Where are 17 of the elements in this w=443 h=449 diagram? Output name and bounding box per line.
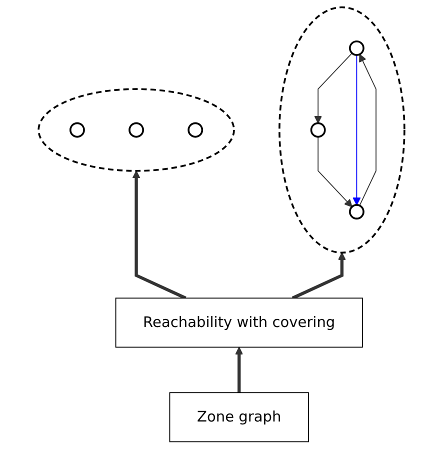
arrow [314, 52, 352, 124]
node-circle [310, 122, 326, 138]
arrow [235, 346, 244, 393]
arrow [359, 54, 376, 206]
arrow [352, 54, 361, 206]
node-circle [188, 122, 204, 138]
cluster [38, 88, 235, 172]
node-circle [348, 40, 364, 56]
node-circle [69, 122, 85, 138]
node-box: Reachability with covering [115, 298, 363, 348]
node-box: Zone graph [169, 392, 309, 442]
node-circle [128, 122, 144, 138]
node-circle [348, 204, 364, 220]
arrow [318, 136, 352, 208]
cluster [278, 6, 406, 254]
arrow [132, 170, 186, 300]
arrow [292, 252, 346, 300]
